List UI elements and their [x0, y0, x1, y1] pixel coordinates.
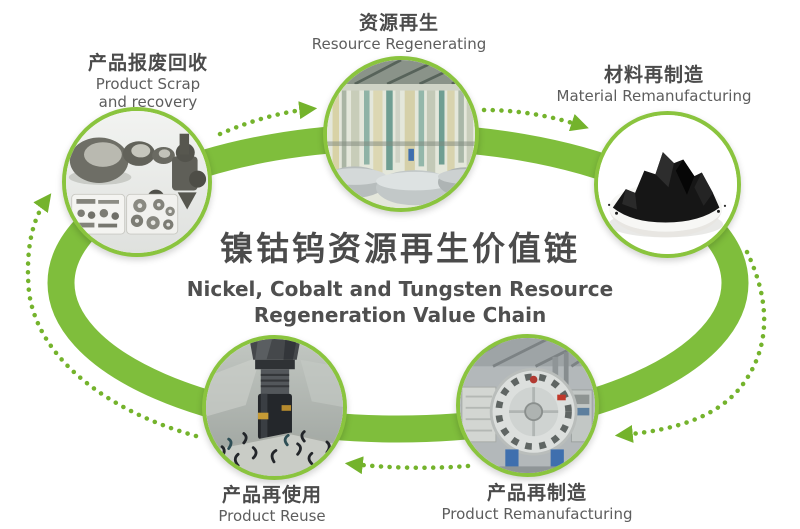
label-product-scrap-en2: and recovery — [98, 93, 198, 112]
label-product-remanufacturing-en: Product Remanufacturing — [441, 505, 633, 523]
label-product-reuse-zh: 产品再使用 — [221, 484, 322, 506]
label-resource-regenerating-zh: 资源再生 — [358, 12, 439, 34]
diagram-title-zh: 镍钴钨资源再生价值链 — [220, 229, 580, 268]
stage-node-resource-regenerating — [323, 56, 479, 212]
label-material-remanufacturing: 材料再制造 Material Remanufacturing — [557, 60, 752, 105]
label-product-reuse-en: Product Reuse — [218, 507, 326, 525]
label-product-scrap: 产品报废回收 Product Scrap and recovery — [88, 48, 208, 112]
label-resource-regenerating: 资源再生 Resource Regenerating — [312, 8, 486, 53]
label-product-scrap-zh: 产品报废回收 — [87, 52, 209, 74]
chemical-plant-photo — [327, 60, 475, 208]
flow-arrow-right-down — [614, 249, 767, 443]
label-product-scrap-en1: Product Scrap — [95, 75, 201, 93]
flow-arrow-top-right — [481, 107, 589, 132]
diagram-title: 镍钴钨资源再生价值链 Nickel, Cobalt and Tungsten R… — [80, 222, 720, 328]
label-product-reuse: 产品再使用 Product Reuse — [218, 480, 325, 525]
vacuum-furnace-photo — [460, 338, 595, 473]
flow-arrow-bottom-left — [344, 456, 471, 475]
black-powder-photo — [598, 115, 737, 254]
diagram-title-en-line1: Nickel, Cobalt and Tungsten Resource — [186, 277, 614, 301]
label-material-remanufacturing-zh: 材料再制造 — [603, 64, 705, 86]
flow-arrow-top-left — [217, 101, 318, 137]
stage-node-product-scrap — [62, 107, 212, 257]
diagram-title-en: Nickel, Cobalt and Tungsten Resource Reg… — [80, 277, 720, 328]
label-product-remanufacturing: 产品再制造 Product Remanufacturing — [442, 478, 633, 523]
label-material-remanufacturing-en: Material Remanufacturing — [556, 87, 752, 105]
stage-node-product-reuse — [202, 335, 347, 480]
cnc-machining-photo — [206, 339, 343, 476]
flow-arrow-left-up — [25, 193, 199, 439]
stage-node-material-remanufacturing — [594, 111, 741, 258]
diagram-title-en-line2: Regeneration Value Chain — [253, 302, 547, 327]
stage-node-product-remanufacturing — [456, 334, 599, 477]
label-resource-regenerating-en: Resource Regenerating — [311, 35, 487, 53]
label-product-remanufacturing-zh: 产品再制造 — [486, 482, 587, 504]
scrap-metal-parts-photo — [66, 111, 208, 253]
